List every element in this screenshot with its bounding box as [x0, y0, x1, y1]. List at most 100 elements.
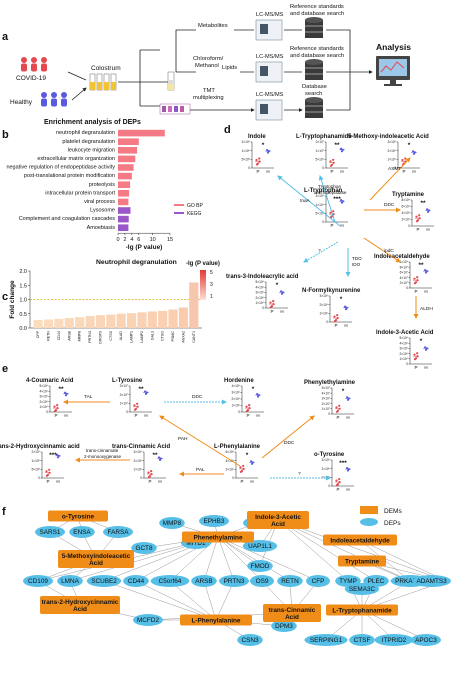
panel-label-c: c	[2, 291, 8, 303]
neutrophil-gene-label: ANXA2	[181, 331, 185, 343]
enzyme-ddc-1: DDC	[384, 202, 395, 208]
network-dep-node: LMNA	[57, 575, 83, 587]
colorbar-tick: 3	[210, 282, 213, 288]
dot-plot-significance: *	[342, 388, 345, 395]
dot-plot-x-p: P	[54, 413, 57, 418]
dot-plot-x-p: P	[336, 415, 339, 420]
enrichment-x-label: -lg (P value)	[126, 244, 163, 251]
dot-plot-title: L-Phenylalanine	[214, 444, 261, 450]
dot-plot-y-tick: 2×10⁶	[402, 218, 411, 222]
network-dep-label: TYMP	[339, 578, 357, 585]
neutrophil-gene-label: CTSG	[161, 331, 165, 341]
enrichment-category-label: viral process	[84, 199, 115, 205]
enrichment-category-label: intracellular protein transport	[45, 190, 115, 196]
dot-plot-title: 4-Coumaric Acid	[26, 378, 74, 384]
dot-plot-y-tick: 1×10⁷	[322, 407, 331, 411]
dot-plot-y-tick: 0	[322, 220, 324, 224]
dot-plot-y-tick: 3×10⁶	[134, 450, 143, 454]
network-dep-node: FARSA	[103, 526, 133, 538]
network-dep-label: SEMA3C	[349, 586, 376, 593]
enrichment-bar	[118, 172, 132, 180]
neutrophil-bar	[54, 318, 64, 328]
dot-plot-significance: ***	[333, 196, 341, 203]
dot-plot-y-tick: 1×10⁶	[256, 301, 265, 305]
dot-plot-x-p: P	[334, 323, 337, 328]
dot-plot-y-tick: 1×10⁷	[316, 149, 325, 153]
dot-plot-x-h: H	[144, 413, 147, 418]
enrichment-category-label: platelet degranulation	[62, 139, 115, 145]
dot-plot-y-tick: 0	[248, 166, 250, 170]
dot-plot-x-h: H	[412, 169, 415, 174]
lcms-instrument-3-icon: LC-MS/MS	[255, 92, 284, 121]
dot-plot-significance: **	[420, 200, 426, 207]
dot-plot-y-tick: 1×10⁶	[40, 405, 49, 409]
dot-plot-title: Phenylethylamine	[304, 380, 356, 386]
dot-plot-title: Indole-3-Acetic Acid	[376, 330, 434, 336]
dot-plot-y-tick: 0	[406, 362, 408, 366]
dot-plot-x-p: P	[148, 479, 151, 484]
dot-plot-y-tick: 0	[322, 166, 324, 170]
enrichment-bar	[118, 198, 129, 206]
dot-plot-significance: *	[262, 142, 265, 149]
dot-plot-significance: *	[420, 338, 423, 345]
enzyme-tal: TAL	[84, 394, 93, 400]
network-dep-node: ARSB	[191, 575, 217, 587]
dot-plot-x-p: P	[240, 479, 243, 484]
enrichment-bar	[118, 224, 129, 231]
lcms-instrument-1-icon: LC-MS/MS	[255, 12, 284, 41]
panel-a: a COVID-19 Healthy Colostrum	[2, 4, 411, 121]
dot-plot-y-tick: 2×10⁶	[322, 467, 331, 471]
dot-plot-x-h: H	[424, 289, 427, 294]
neutrophil-bar	[75, 317, 85, 328]
panel-label-a: a	[2, 31, 9, 43]
dot-plot-y-tick: 5×10⁵	[31, 468, 40, 472]
dot-plot-x-p: P	[46, 479, 49, 484]
enrichment-category-label: Complement and coagulation cascades	[19, 216, 116, 222]
panel-f: f DEMs DEPs SARS1ENSAFARSAMMP8EPHB3CRIP3…	[2, 506, 451, 646]
enrichment-category-label: Lysosome	[90, 208, 115, 214]
covid-people-icon	[21, 57, 47, 72]
network-nodes: SARS1ENSAFARSAMMP8EPHB3CRIP3MITD1UAP1L1G…	[23, 510, 451, 646]
network-dep-node: ENSA	[69, 526, 95, 538]
network-dep-label: APOC3	[415, 637, 437, 644]
neutrophil-bar	[178, 307, 189, 328]
dot-plot-y-tick: 2×10⁶	[256, 296, 265, 300]
neutrophil-y-tick: 0.0	[19, 326, 27, 332]
covid-label: COVID-19	[16, 75, 46, 82]
chloroform-label: Chloroform/Methanol	[193, 56, 224, 69]
dot-plot-y-tick: 2×10⁶	[388, 149, 397, 153]
dot-plot-y-tick: 6×10⁷	[400, 271, 409, 275]
network-dem-node: L-Tryptophanamide	[326, 604, 398, 616]
dot-plot-x-h: H	[250, 479, 253, 484]
network-dep-label: PRTN3	[224, 578, 245, 585]
dot-plot-y-tick: 1×10⁶	[320, 312, 329, 316]
dot-plot-title: trans-2-Hydroxycinnamic acid	[0, 444, 80, 450]
enrichment-x-tick: 2	[123, 237, 126, 243]
dot-plot-y-tick: 2×10⁶	[134, 459, 143, 463]
dot-plot-y-tick: 0	[394, 166, 396, 170]
enrichment-category-label: negative regulation of endopeptidase act…	[6, 165, 115, 171]
dot-plot-y-tick: 2×10⁷	[400, 281, 409, 285]
dot-plot-significance: *	[340, 296, 343, 303]
dot-plot-y-tick: 0	[328, 484, 330, 488]
dot-plot-y-tick: 3×10⁷	[120, 384, 129, 388]
neutrophil-gene-label: CTSS	[109, 330, 113, 340]
dot-plot-significance: ***	[339, 460, 347, 467]
neutrophil-gene-label: CANT1	[192, 331, 196, 343]
dot-plot-y-tick: 0	[126, 410, 128, 414]
network-dep-node: FMOD	[247, 560, 273, 572]
network-dep-node: ADAMTS3	[412, 575, 451, 587]
network-dem-node: Indoleacetaldehyde	[323, 534, 397, 546]
pathway-d-arrows	[277, 157, 419, 319]
enzyme-asmt: ASMT	[388, 166, 401, 172]
